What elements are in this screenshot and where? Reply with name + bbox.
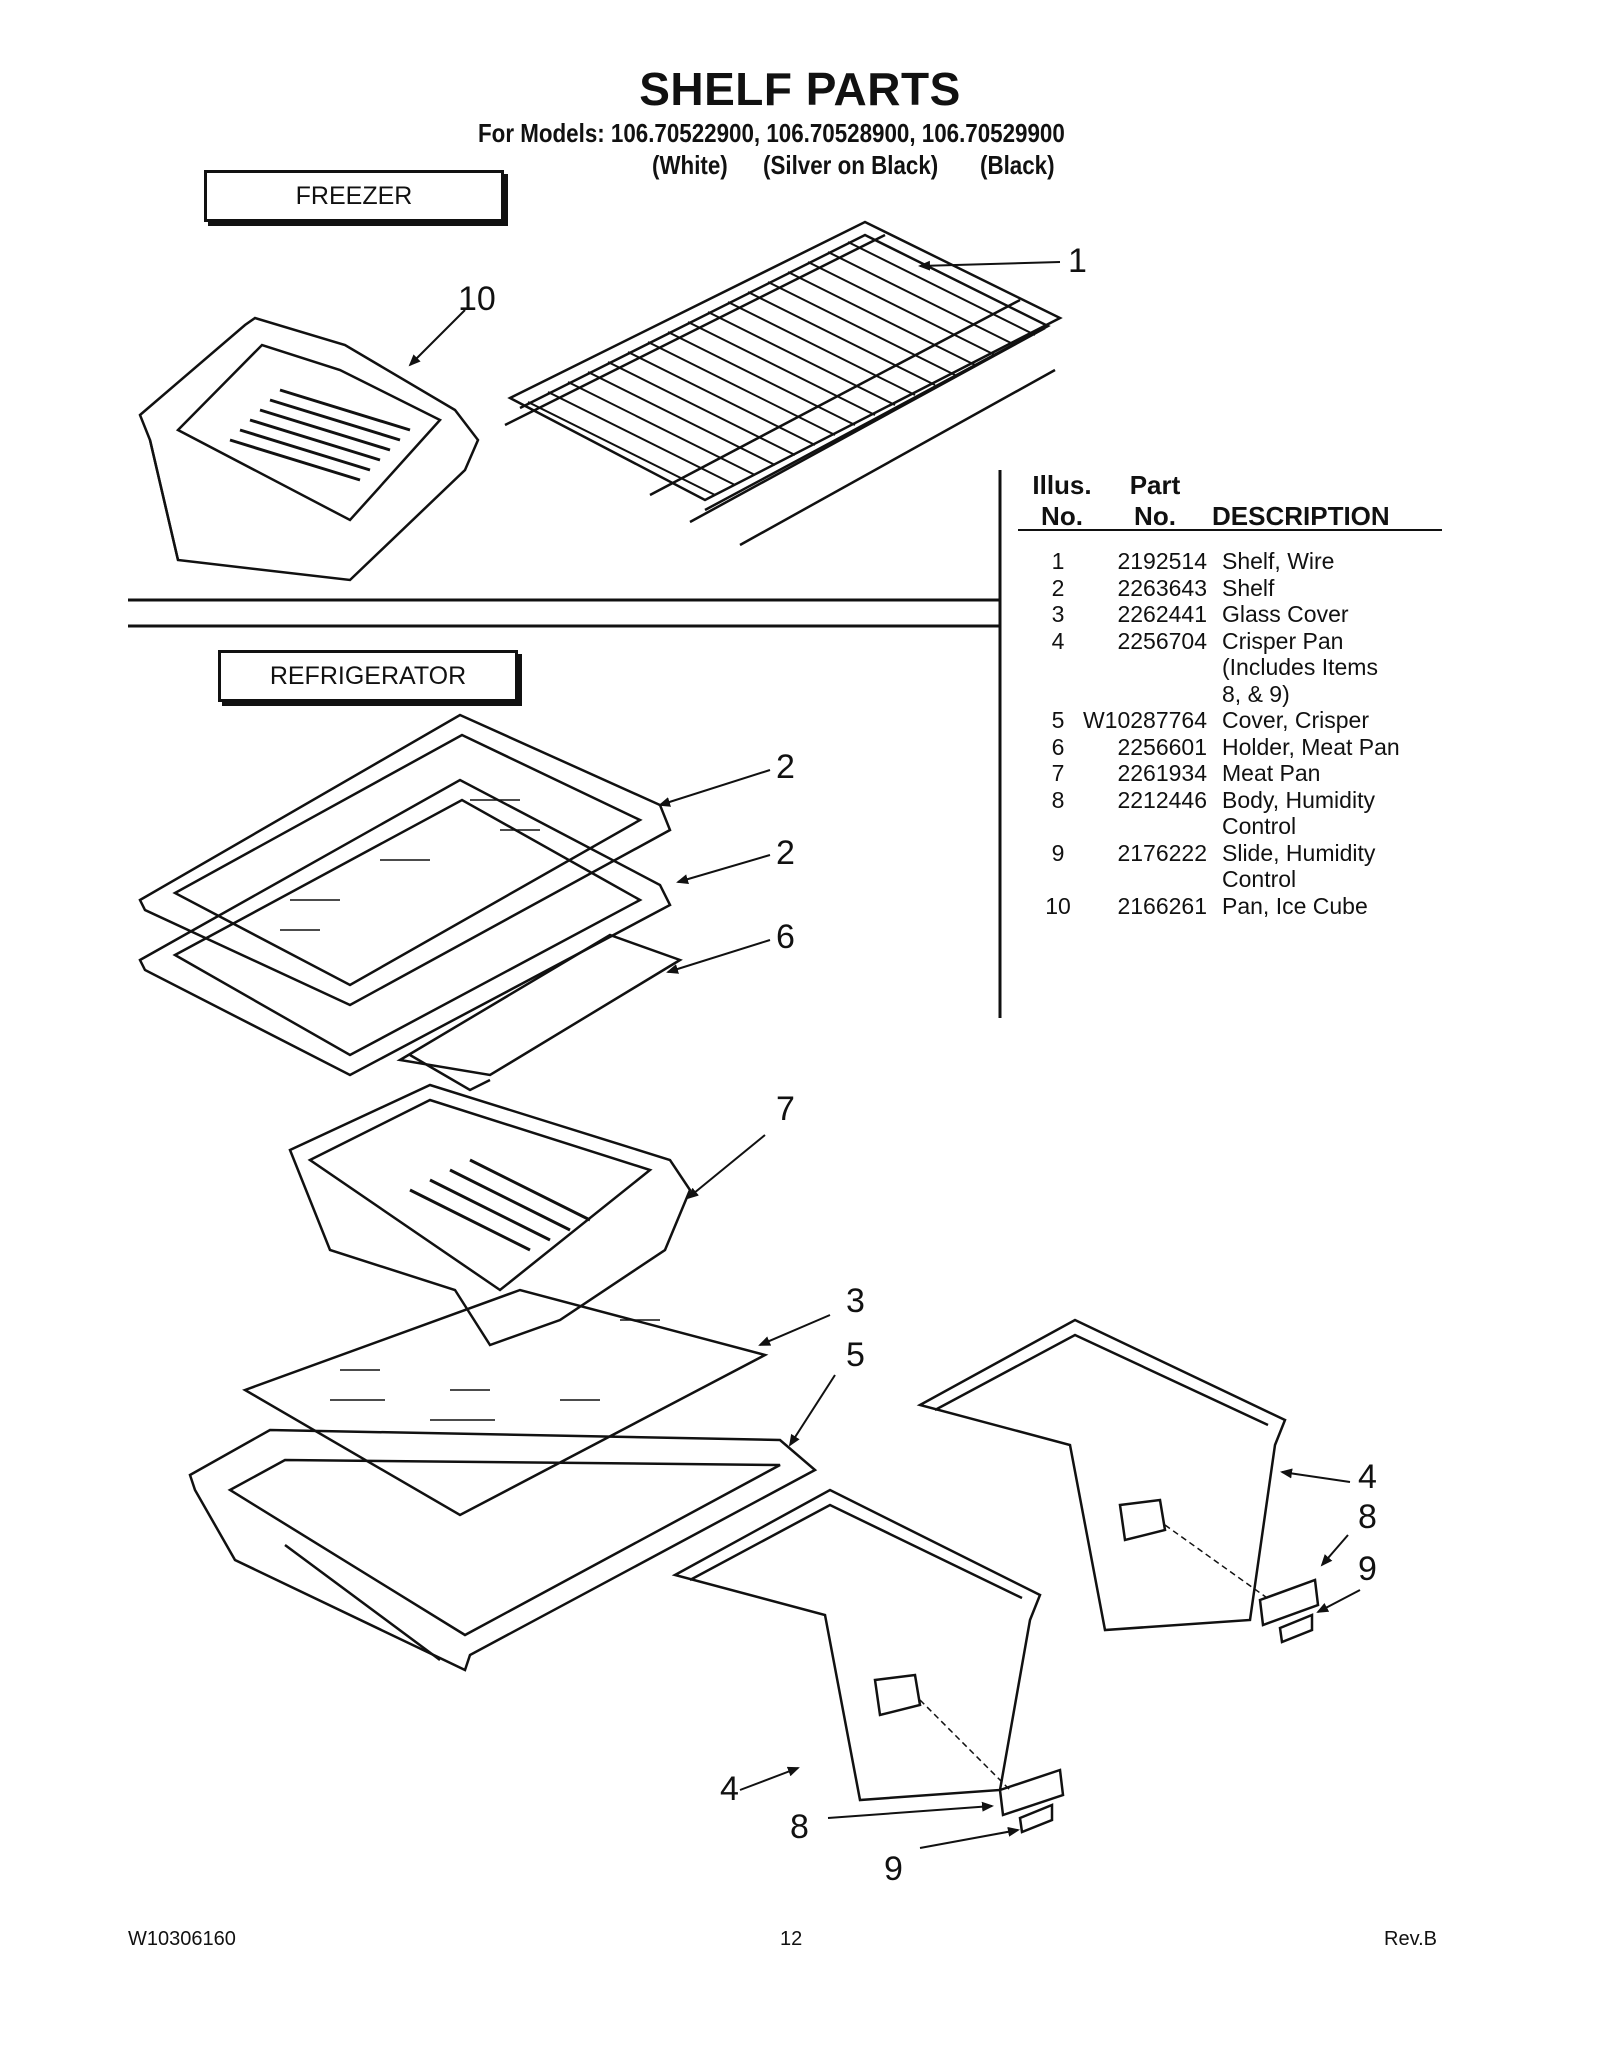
table-cell-part-number: 2256704 (1117, 627, 1207, 654)
callout-6: 6 (776, 918, 795, 956)
table-cell-part-number: 2192514 (1117, 548, 1207, 574)
crisper-pan-right-illustration (916, 1318, 1287, 1632)
table-cell-illus: 8 (1051, 786, 1065, 813)
table-cell-illus: 7 (1051, 760, 1065, 786)
table-header-part: Part No. (1115, 470, 1195, 532)
part-header-line2: No. (1134, 501, 1176, 531)
wire-shelf-illustration (504, 220, 1063, 547)
crisper-pan-left-illustration (671, 1488, 1042, 1802)
crisper-cover-illustration (188, 1428, 818, 1672)
table-cell-part-number: 2263643 (1117, 574, 1207, 601)
table-cell-description: Cover, Crisper (1222, 707, 1369, 733)
table-cell-illus: 3 (1051, 601, 1065, 627)
revision: Rev.B (1384, 1928, 1437, 1950)
table-cell-part-number: 2261934 (1117, 760, 1207, 786)
callout-10: 10 (458, 280, 496, 318)
table-cell-description: Body, Humidity (1222, 786, 1375, 813)
table-cell-description: Control (1222, 866, 1297, 892)
freezer-section-label: FREEZER (204, 170, 504, 222)
meat-pan-holder-illustration (396, 933, 683, 1092)
callout-4-right: 4 (1358, 1458, 1377, 1496)
table-cell-description: Glass Cover (1222, 601, 1349, 627)
table-cell-description: Shelf, Wire (1222, 548, 1335, 574)
table-cell-description: Meat Pan (1222, 760, 1321, 786)
callout-9-left: 9 (884, 1850, 903, 1888)
table-cell-description: 8, & 9) (1222, 680, 1290, 707)
illus-header-line2: No. (1041, 501, 1083, 531)
table-cell-illus: 10 (1045, 892, 1071, 919)
illus-header-line1: Illus. (1032, 470, 1092, 500)
doc-number: W10306160 (128, 1928, 236, 1950)
callout-4-left: 4 (720, 1770, 739, 1808)
table-cell-description: Slide, Humidity (1222, 839, 1376, 866)
ice-cube-pan-illustration (138, 316, 480, 582)
table-cell-illus: 1 (1051, 548, 1065, 574)
table-cell-part-number: 2166261 (1117, 892, 1207, 919)
model-color-black: (Black) (980, 150, 1055, 180)
callout-5: 5 (846, 1336, 865, 1374)
callout-2-upper: 2 (776, 748, 795, 786)
models-line: For Models: 106.70522900, 106.70528900, … (478, 118, 1065, 148)
table-cell-illus: 2 (1051, 574, 1065, 601)
part-header-line1: Part (1129, 470, 1181, 500)
callout-7: 7 (776, 1090, 795, 1128)
table-cell-illus: 6 (1051, 733, 1065, 760)
table-cell-part-number: W10287764 (1082, 707, 1207, 733)
section-dividers (128, 470, 1442, 1018)
humidity-control-illustration (919, 1524, 1320, 1834)
model-color-white: (White) (652, 150, 728, 180)
callout-8-right: 8 (1358, 1498, 1377, 1536)
table-cell-description: Control (1222, 813, 1297, 839)
table-cell-illus: 9 (1051, 839, 1065, 866)
table-cell-description: Shelf (1222, 574, 1275, 601)
meat-pan-illustration (288, 1083, 692, 1347)
table-cell-part-number: 2262441 (1117, 601, 1207, 627)
page-number: 12 (780, 1928, 803, 1950)
table-cell-description: Pan, Ice Cube (1222, 892, 1368, 919)
table-header-illus: Illus. No. (1018, 470, 1106, 532)
table-cell-part-number: 2256601 (1117, 733, 1207, 760)
table-cell-part-number: 2212446 (1117, 786, 1207, 813)
callout-2-lower: 2 (776, 834, 795, 872)
table-cell-illus: 4 (1051, 627, 1065, 654)
table-cell-description: Holder, Meat Pan (1222, 733, 1400, 760)
callout-1: 1 (1068, 242, 1087, 280)
callout-3: 3 (846, 1282, 865, 1320)
table-header-description: DESCRIPTION (1212, 501, 1390, 531)
glass-cover-illustration (242, 1288, 769, 1517)
table-cell-part-number: 2176222 (1117, 839, 1207, 866)
model-color-silver-on-black: (Silver on Black) (763, 150, 939, 180)
callout-arrows (408, 260, 1361, 1849)
refrigerator-section-label: REFRIGERATOR (218, 650, 518, 702)
table-cell-illus: 5 (1051, 707, 1065, 733)
glass-shelves-illustration (138, 713, 672, 1077)
table-cell-description: Crisper Pan (1222, 627, 1344, 654)
table-cell-description: (Includes Items (1222, 654, 1378, 680)
callout-8-left: 8 (790, 1808, 809, 1846)
page-title: SHELF PARTS (639, 63, 961, 115)
callout-9-right: 9 (1358, 1550, 1377, 1588)
